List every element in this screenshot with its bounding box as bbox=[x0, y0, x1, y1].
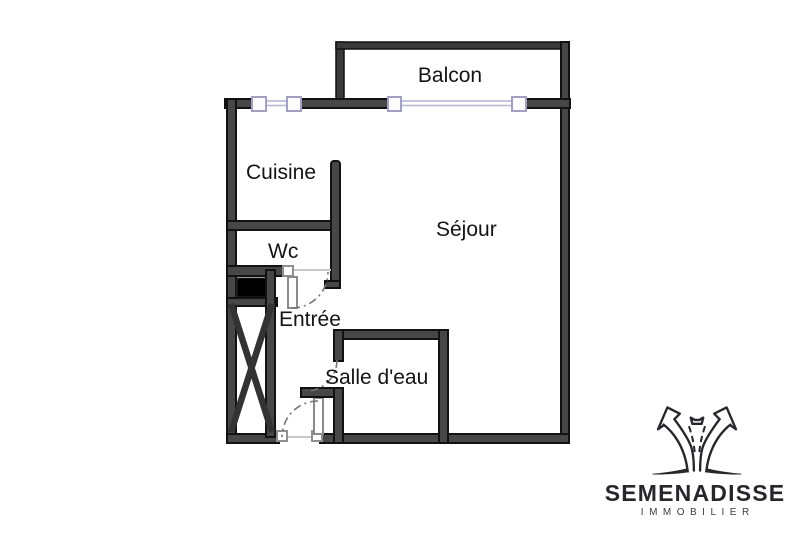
windows bbox=[251, 96, 527, 112]
wc-door-leaf bbox=[287, 276, 298, 309]
road-fork-icon bbox=[652, 406, 742, 475]
top-wall-right bbox=[525, 98, 571, 109]
kitchen-window-glass bbox=[265, 100, 288, 107]
label-balcon: Balcon bbox=[418, 64, 482, 87]
label-sejour: Séjour bbox=[436, 218, 497, 241]
top-wall-mid bbox=[300, 98, 389, 109]
window-node-icon bbox=[286, 96, 302, 112]
wc-door-hinge-node bbox=[282, 265, 294, 277]
kitchen-right-wall bbox=[330, 160, 341, 289]
label-entree: Entrée bbox=[279, 308, 341, 331]
label-cuisine: Cuisine bbox=[246, 161, 316, 184]
shaft-icon bbox=[236, 277, 270, 298]
salle-deau-walls bbox=[300, 329, 449, 444]
shaft-bottom-bar bbox=[226, 297, 278, 307]
duct-and-stairs bbox=[226, 269, 278, 438]
stair-cross-brace-icon bbox=[227, 303, 276, 433]
logo-name: SEMENADISSE bbox=[604, 480, 786, 506]
wc-door-swing-arc bbox=[291, 271, 329, 309]
stair-right-rail bbox=[265, 269, 276, 438]
wc-door-jamb bbox=[324, 280, 341, 289]
window-node-icon bbox=[511, 96, 527, 112]
label-wc: Wc bbox=[268, 240, 298, 263]
wc-bottom-wall bbox=[226, 265, 286, 277]
logo-tagline: IMMOBILIER bbox=[640, 507, 755, 518]
window-node-icon bbox=[387, 96, 402, 112]
room-labels: Balcon Cuisine Wc Séjour Entrée Salle d'… bbox=[246, 64, 497, 389]
sdb-door-swing-arc bbox=[305, 359, 338, 392]
label-salle-deau: Salle d'eau bbox=[325, 366, 428, 389]
balcony-left-wall bbox=[335, 41, 345, 101]
sdb-top-wall bbox=[333, 329, 449, 340]
entry-door-leaf bbox=[313, 397, 324, 435]
kitchen-bottom-wall bbox=[226, 220, 341, 231]
balcony-top-wall bbox=[335, 41, 570, 50]
sdb-left-wall-bottom bbox=[333, 387, 344, 444]
window-node-icon bbox=[251, 96, 267, 112]
agency-logo: SEMENADISSE IMMOBILIER bbox=[588, 398, 800, 530]
sdb-right-wall bbox=[438, 329, 449, 444]
sejour-window-glass bbox=[400, 100, 513, 107]
sdb-left-wall-top bbox=[333, 329, 344, 362]
entrance-door bbox=[276, 397, 324, 442]
wc-walls bbox=[226, 265, 331, 309]
kitchen-walls bbox=[226, 160, 341, 289]
entry-door-swing-arc bbox=[281, 400, 319, 438]
